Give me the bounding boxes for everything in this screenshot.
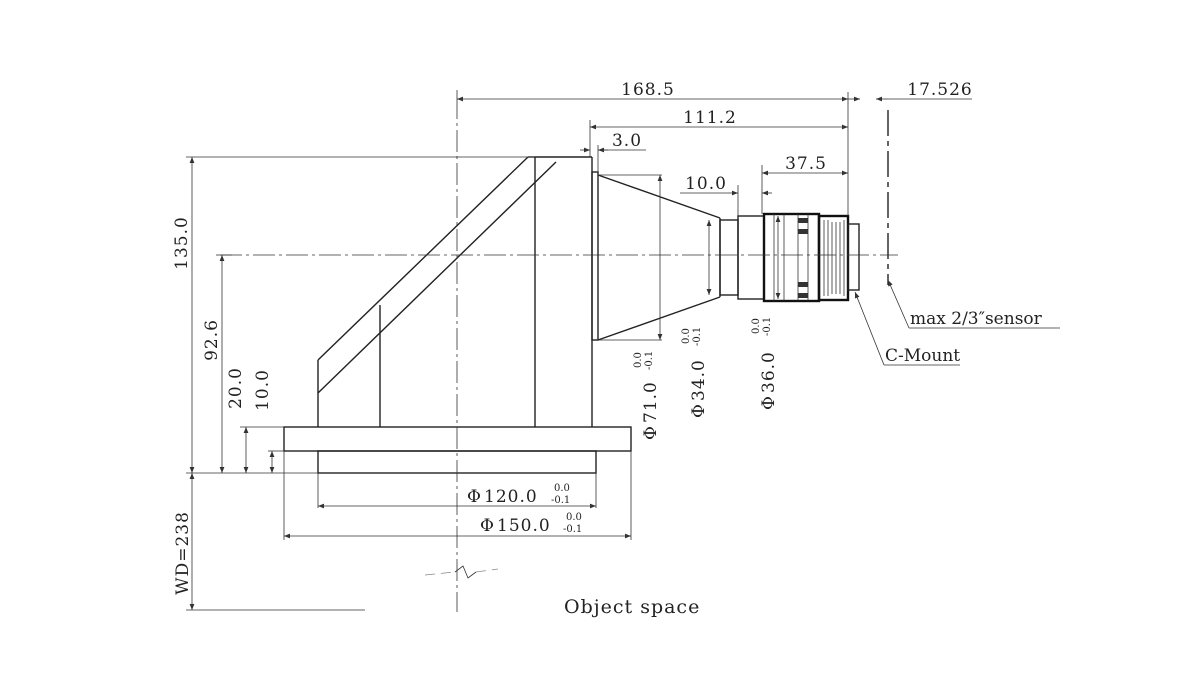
dim-working-distance: WD=238 (173, 511, 193, 595)
break-line-left (424, 571, 456, 576)
tolerance-upper: 0.0 (554, 483, 570, 494)
dim-mid-step: 10.0 (685, 174, 727, 194)
sensor-leader (887, 279, 910, 329)
mount-label: C-Mount (885, 346, 960, 366)
diameter-symbol: Φ (641, 425, 661, 440)
dim-axis-height: 92.6 (202, 319, 222, 361)
diameter-150: Φ 150.0 0.0 -0.1 (480, 512, 582, 536)
diameter-value: 71.0 (641, 381, 661, 423)
dim-height-total: 135.0 (172, 216, 192, 270)
tolerance-upper: 0.0 (566, 512, 582, 523)
diameter-symbol: Φ (689, 403, 709, 418)
focus-ring (762, 212, 821, 303)
diameter-value: 150.0 (497, 516, 551, 536)
prism-housing (317, 156, 593, 427)
tolerance-upper: 0.0 (751, 318, 762, 334)
dim-lens-length: 111.2 (683, 108, 737, 128)
tolerance-lower: -0.1 (551, 495, 570, 506)
diameter-120: Φ 120.0 0.0 -0.1 (467, 483, 570, 507)
break-line-right (475, 568, 499, 573)
diameter-value: 120.0 (484, 487, 538, 507)
diameter-36: Φ 36.0 0.0 -0.1 (751, 317, 779, 410)
tolerance-lower: -0.1 (563, 524, 582, 535)
c-mount-thread (817, 214, 860, 302)
callout-labels: max 2/3″sensor C-Mount Object space (564, 309, 1043, 618)
tolerance-upper: 0.0 (633, 352, 644, 368)
diameter-value: 36.0 (759, 351, 779, 393)
dim-back-focus: 17.526 (907, 80, 972, 100)
dim-base-flange-height: 10.0 (253, 369, 273, 411)
dim-overall-length: 168.5 (621, 80, 675, 100)
tolerance-lower: -0.1 (762, 317, 773, 336)
diameter-34: Φ 34.0 0.0 -0.1 (681, 327, 709, 418)
sensor-label: max 2/3″sensor (910, 309, 1043, 329)
diameter-symbol: Φ (480, 516, 495, 536)
diameter-value: 34.0 (689, 359, 709, 401)
mount-leader (854, 291, 885, 366)
dimension-lines (189, 96, 972, 610)
diameter-71: Φ 71.0 0.0 -0.1 (633, 351, 661, 440)
rear-tube (719, 215, 765, 300)
front-flange (591, 171, 599, 341)
tolerance-lower: -0.1 (692, 327, 703, 346)
dim-mount-length: 37.5 (785, 154, 827, 174)
tolerance-lower: -0.1 (644, 351, 655, 370)
dim-base-height: 20.0 (226, 367, 246, 409)
dimension-texts: 168.5 17.526 111.2 3.0 10.0 37.5 135.0 9… (172, 80, 972, 595)
diameter-callouts: Φ 71.0 0.0 -0.1 Φ 34.0 0.0 -0.1 Φ 36.0 0… (467, 317, 779, 536)
leaders (854, 279, 1060, 366)
break-symbol (454, 565, 477, 579)
dim-flange-offset: 3.0 (612, 131, 642, 151)
diameter-symbol: Φ (759, 395, 779, 410)
tolerance-upper: 0.0 (681, 328, 692, 344)
object-space-label: Object space (564, 596, 700, 618)
diameter-symbol: Φ (467, 487, 482, 507)
conical-barrel (597, 174, 721, 341)
center-lines (220, 97, 898, 612)
base-plate (283, 426, 632, 452)
